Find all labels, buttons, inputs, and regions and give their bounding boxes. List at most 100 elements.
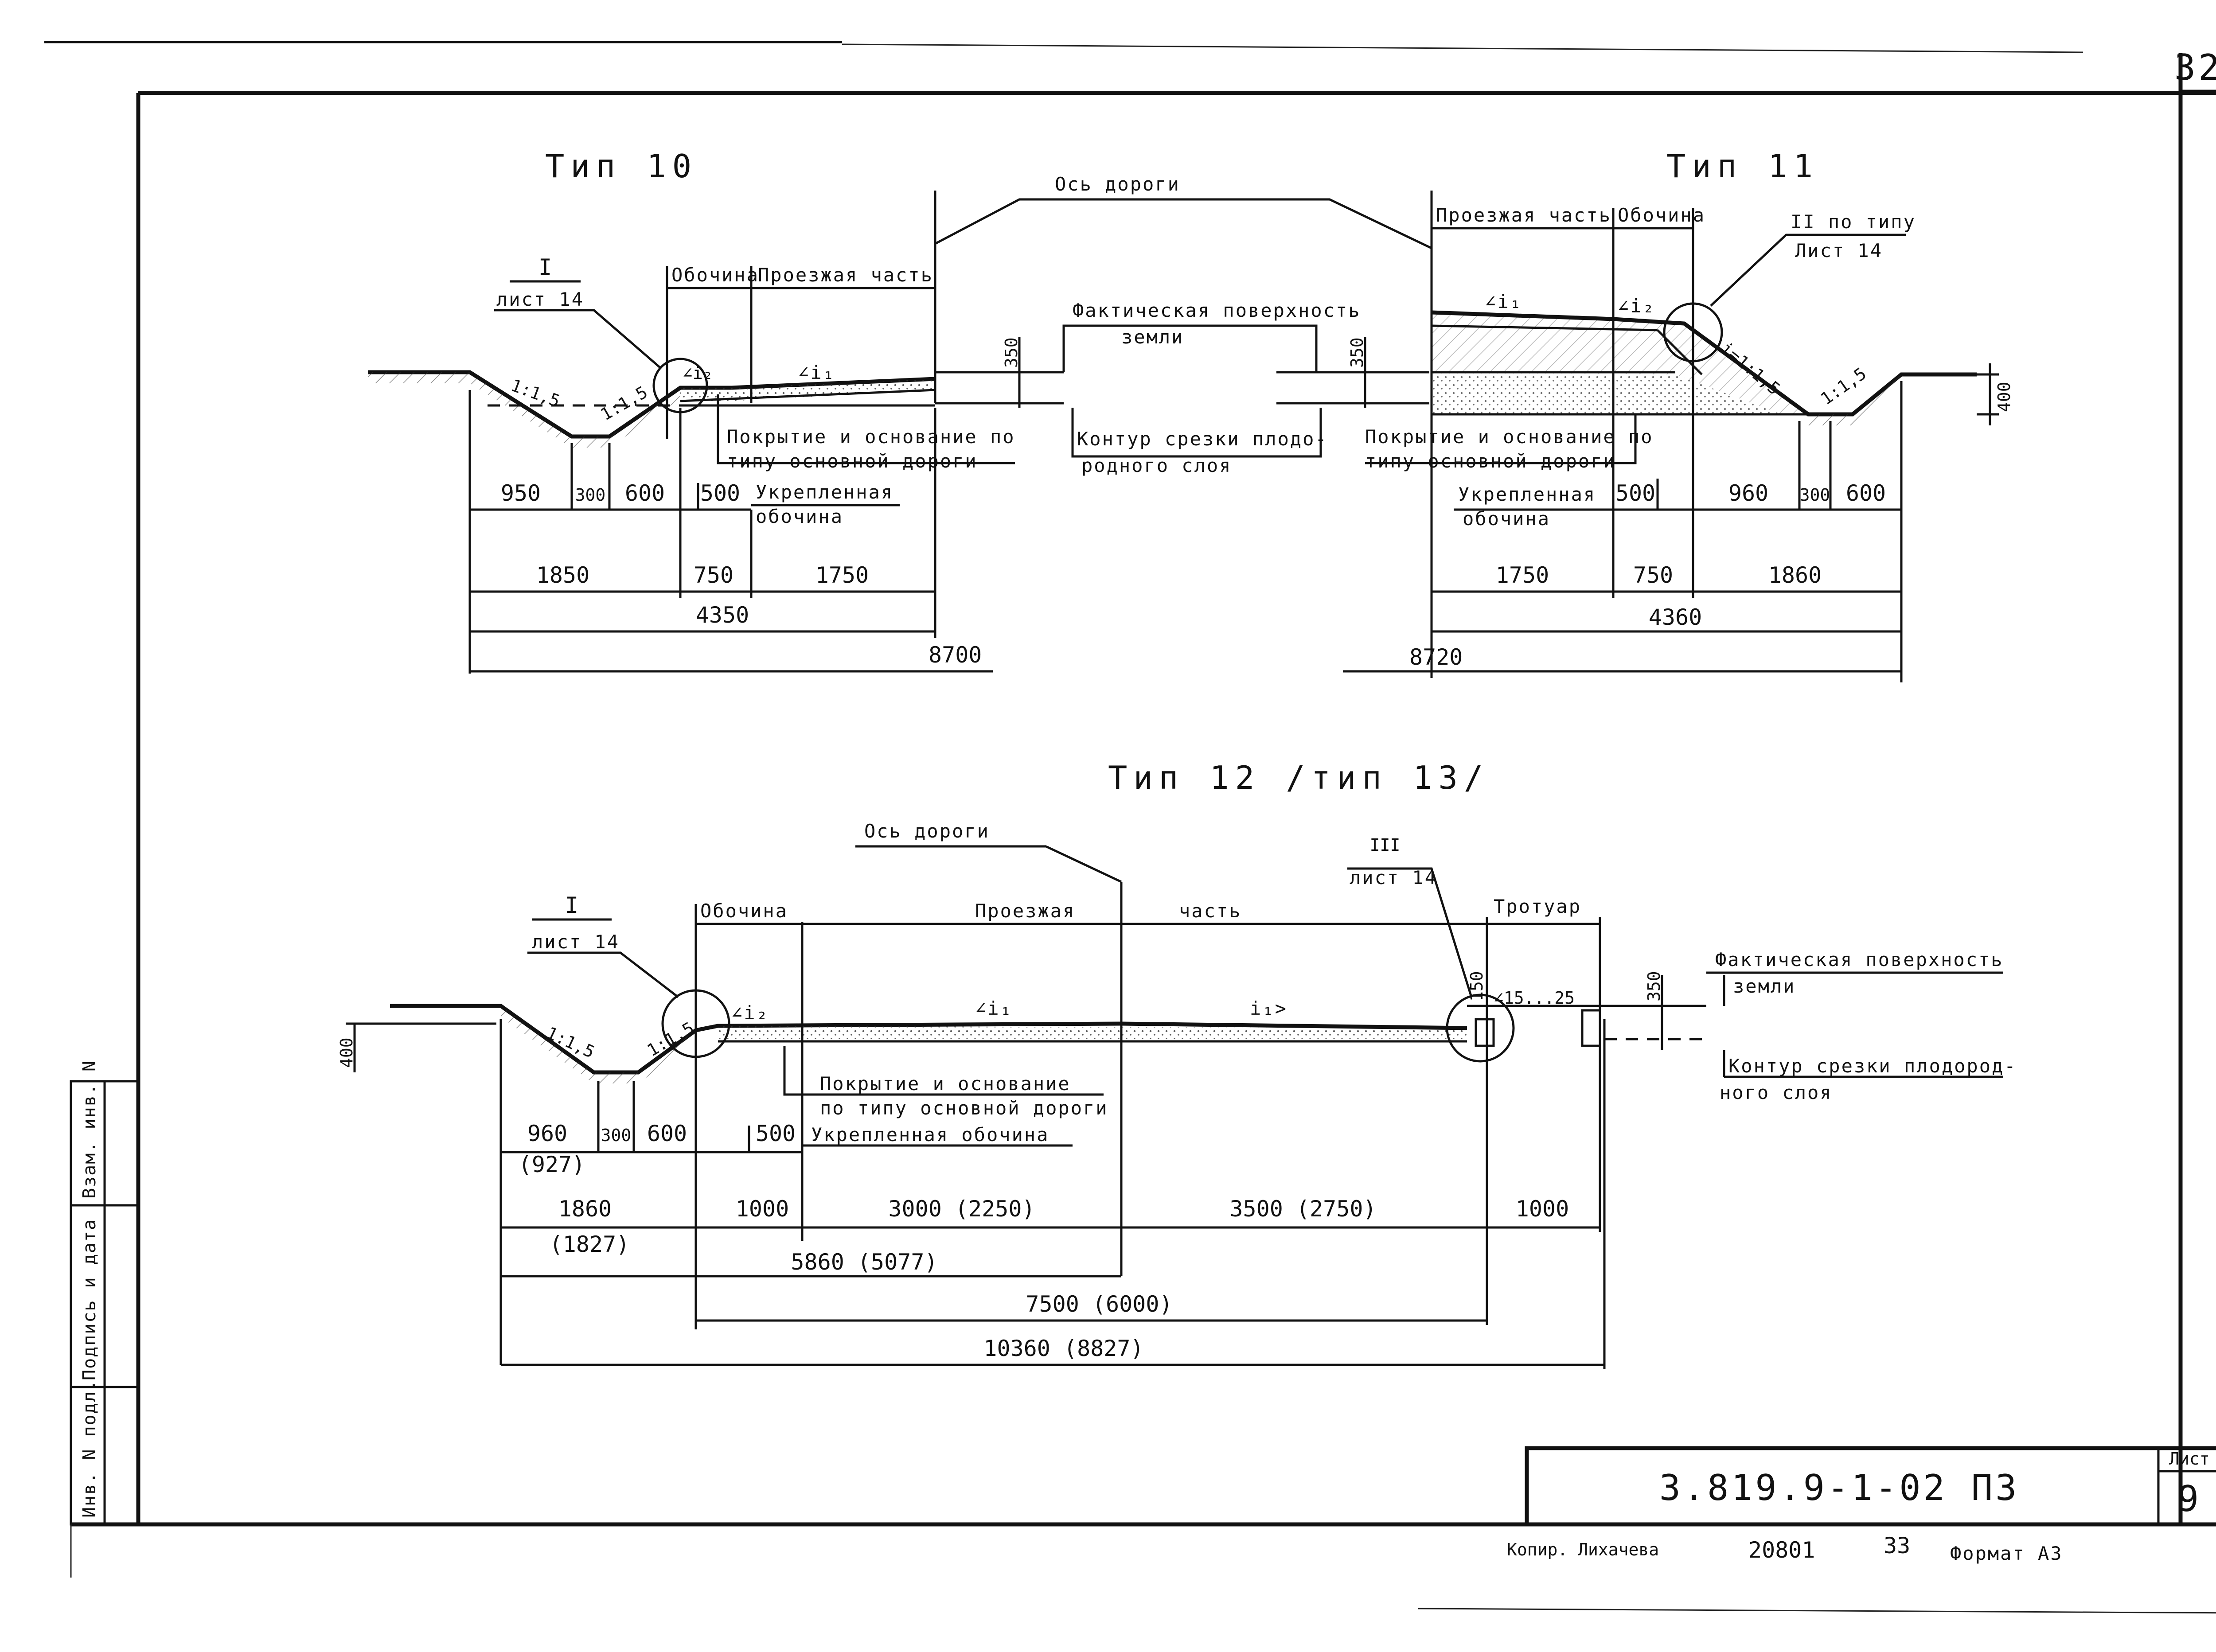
- type12-section: Тип 12 /тип 13/ Ось дороги I лист 14 III…: [337, 759, 2017, 1369]
- center-annotations: Ось дороги Фактическая поверхность земли…: [934, 173, 1432, 476]
- type11-h400: 400: [1994, 382, 2014, 412]
- type10-ref-sheet: лист 14: [496, 288, 584, 310]
- type10-dim-1750: 1750: [815, 562, 869, 588]
- type11-i1: ∠i₁: [1485, 291, 1522, 312]
- type10-obochina: Обочина: [671, 264, 759, 286]
- type10-dim-total: 8700: [929, 642, 982, 668]
- type12-slope-range: ∠15...25: [1494, 988, 1575, 1008]
- type11-title: Тип 11: [1666, 148, 1819, 185]
- type10-dim-750: 750: [694, 562, 733, 588]
- stamp-podpis: Подпись и дата: [79, 1219, 100, 1380]
- type12-cover-1: Покрытие и основание: [820, 1073, 1071, 1095]
- type10-cover-2: типу основной дороги: [727, 450, 978, 472]
- type10-title: Тип 10: [545, 148, 698, 185]
- type12-dim-3000: 3000 (2250): [888, 1196, 1035, 1222]
- type12-ref1-sheet: лист 14: [532, 931, 620, 953]
- stamp-inv-podl: Инв. N подл.: [79, 1379, 100, 1518]
- type12-cover-2: по типу основной дороги: [820, 1097, 1108, 1119]
- type12-title: Тип 12 /тип 13/: [1108, 759, 1489, 796]
- type12-dim-960: 960: [527, 1121, 567, 1146]
- type12-dim-a: 5860 (5077): [791, 1249, 937, 1275]
- type11-proezzhaya: Проезжая часть: [1436, 204, 1611, 226]
- type11-slope-ditch: 1:1,5: [1817, 364, 1870, 409]
- type12-dim-1827: (1827): [550, 1231, 630, 1257]
- sheet-label: Лист: [2169, 1449, 2210, 1469]
- type10-ukr-2: обочина: [756, 506, 843, 527]
- type11-dim-300: 300: [1800, 485, 1830, 505]
- document-code: 3.819.9-1-02 ПЗ: [1659, 1467, 2019, 1508]
- type10-dim-950: 950: [501, 480, 541, 506]
- type11-obochina: Обочина: [1618, 204, 1705, 226]
- type11-dim-1750: 1750: [1496, 562, 1549, 588]
- center-axis: Ось дороги: [1055, 173, 1180, 195]
- type11-ukr-1: Укрепленная: [1458, 483, 1596, 505]
- type10-proezzhaya: Проезжая часть: [758, 264, 933, 286]
- type10-dim-600: 600: [625, 480, 665, 506]
- type10-ukr-1: Укрепленная: [756, 481, 893, 503]
- type10-dim-300: 300: [575, 485, 606, 505]
- type11-dim-960: 960: [1728, 480, 1768, 506]
- sheet-frame: [44, 41, 2216, 1614]
- type12-fakt-2: земли: [1733, 975, 1795, 997]
- type12-kontur-2: ного слоя: [1720, 1082, 1833, 1103]
- stamp-vzam: Взам. инв. N: [79, 1060, 100, 1199]
- center-fakt-1: Фактическая поверхность: [1073, 300, 1361, 321]
- type12-ref1-roman: I: [565, 892, 578, 918]
- format-label: Формат А3: [1950, 1543, 2063, 1564]
- center-fakt-2: земли: [1121, 326, 1184, 348]
- type12-trotuar: Тротуар: [1494, 896, 1581, 917]
- type12-dim-1860: 1860: [558, 1196, 612, 1222]
- type10-section: Тип 10 I лист 14 Обочина Проезжая часть …: [368, 148, 1015, 674]
- type12-axis: Ось дороги: [864, 820, 990, 842]
- type12-h350: 350: [1644, 971, 1664, 1001]
- type12-dim-600: 600: [647, 1121, 687, 1146]
- page-number: 32: [2174, 47, 2216, 88]
- type12-obochina: Обочина: [700, 900, 788, 922]
- type12-i2: ∠i₂: [731, 1002, 769, 1024]
- type12-ref3-roman: III: [1370, 835, 1401, 855]
- type10-dim-1850: 1850: [536, 562, 589, 588]
- type12-i1a: ∠i₁: [975, 997, 1013, 1019]
- type11-ref-2: Лист 14: [1795, 240, 1883, 261]
- type11-dim-total: 8720: [1409, 644, 1463, 670]
- type10-i1: ∠i₁: [798, 362, 835, 383]
- center-h350b: 350: [1347, 337, 1367, 368]
- type11-dim-750: 750: [1633, 562, 1673, 588]
- type11-ukr-2: обочина: [1463, 508, 1550, 530]
- type12-i1b: i₁>: [1250, 997, 1287, 1019]
- center-kontur-1: Контур срезки плодо-: [1077, 428, 1328, 450]
- type12-proezzhaya: Проезжая: [975, 900, 1075, 922]
- order-number: 20801: [1748, 1537, 1815, 1563]
- type10-dim-half: 4350: [696, 602, 749, 628]
- type12-ref3-sheet: лист 14: [1350, 867, 1437, 888]
- sheet-page: 33: [1884, 1533, 1910, 1558]
- type12-dim-1000a: 1000: [736, 1196, 789, 1222]
- center-kontur-2: родного слоя: [1081, 455, 1232, 476]
- type12-dim-300: 300: [601, 1126, 632, 1145]
- type10-ref-roman: I: [538, 254, 552, 280]
- type12-h400: 400: [337, 1037, 356, 1068]
- type12-chast: часть: [1179, 900, 1241, 922]
- type12-dim-927: (927): [519, 1152, 585, 1177]
- type10-i2: ∠i₂: [683, 363, 713, 383]
- type12-fakt-1: Фактическая поверхность: [1715, 949, 2004, 970]
- type11-ref-1: II по типу: [1791, 211, 1916, 233]
- type11-dim-500: 500: [1615, 480, 1655, 506]
- copied-by: Копир. Лихачева: [1507, 1540, 1659, 1559]
- type12-ukr: Укрепленная обочина: [811, 1124, 1049, 1145]
- sheet-number: 9: [2177, 1478, 2201, 1520]
- type12-dim-3500: 3500 (2750): [1229, 1196, 1376, 1222]
- type10-cover-1: Покрытие и основание по: [727, 426, 1015, 448]
- type10-dim-500: 500: [700, 480, 740, 506]
- type11-dim-1860: 1860: [1768, 562, 1822, 588]
- type11-cover-1: Покрытие и основание по: [1365, 426, 1654, 448]
- type11-dim-600: 600: [1846, 480, 1886, 506]
- type11-i2: ∠i₂: [1618, 295, 1655, 317]
- type12-kontur-1: Контур срезки плодород-: [1728, 1055, 2017, 1077]
- type11-section: Тип 11 Проезжая часть Обочина II по типу…: [1343, 148, 2014, 682]
- type12-h150: 150: [1467, 971, 1486, 1001]
- type11-cover-2: типу основной дороги: [1365, 450, 1616, 472]
- type12-dim-1000b: 1000: [1516, 1196, 1569, 1222]
- type12-dim-c: 10360 (8827): [983, 1336, 1143, 1361]
